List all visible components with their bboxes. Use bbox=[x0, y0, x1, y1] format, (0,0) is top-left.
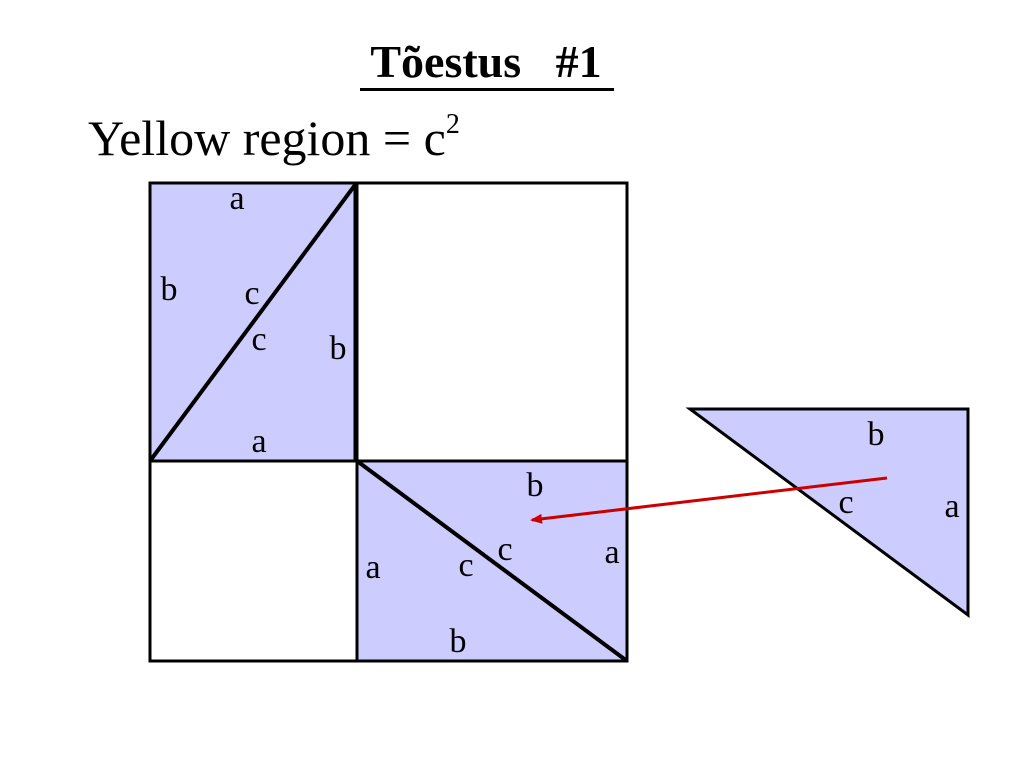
lower-right-hypotenuse bbox=[355, 459, 629, 663]
label-ul-bottom-a: a bbox=[251, 423, 267, 460]
label-lr-hyp-c-upper: c bbox=[497, 531, 513, 568]
label-ul-left-b: b bbox=[160, 271, 178, 308]
move-arrow bbox=[530, 476, 888, 524]
formula-text: Yellow region = c bbox=[88, 110, 446, 166]
label-move-hyp-c: c bbox=[838, 484, 854, 521]
label-ul-top-a: a bbox=[229, 180, 245, 217]
label-lr-top-b: b bbox=[526, 467, 544, 504]
lower-left-white-square bbox=[148, 459, 359, 663]
upper-left-hypotenuse bbox=[148, 183, 357, 463]
formula: Yellow region = c2 bbox=[88, 108, 460, 168]
title-underline bbox=[360, 88, 614, 91]
label-ul-hyp-c-lower: c bbox=[251, 321, 267, 358]
label-lr-bottom-b: b bbox=[449, 623, 467, 660]
label-ul-hyp-c-upper: c bbox=[244, 275, 260, 312]
label-lr-left-a: a bbox=[365, 549, 381, 586]
formula-exponent: 2 bbox=[445, 109, 460, 140]
moving-triangle bbox=[685, 407, 970, 618]
label-move-top-b: b bbox=[867, 416, 885, 453]
slide-title: Tõestus #1 bbox=[370, 36, 602, 87]
label-lr-right-a: a bbox=[604, 534, 620, 571]
label-lr-hyp-c-lower: c bbox=[458, 547, 474, 584]
outer-square bbox=[148, 181, 629, 663]
upper-right-white-square bbox=[355, 181, 629, 463]
label-ul-right-b: b bbox=[329, 330, 347, 367]
label-move-right-a: a bbox=[944, 488, 960, 525]
